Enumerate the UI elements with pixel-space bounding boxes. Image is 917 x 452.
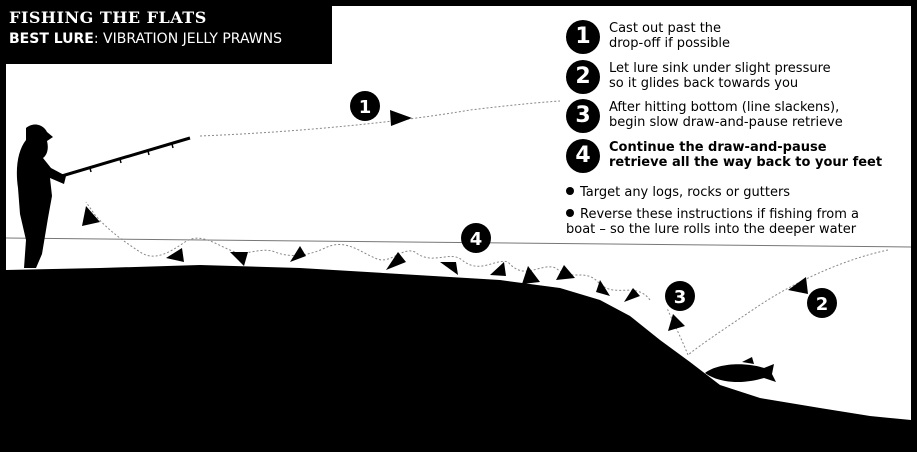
marker-4: 4: [461, 223, 491, 253]
step-2-text: Let lure sink under slight pressure so i…: [609, 61, 831, 91]
step-2-line-2: so it glides back towards you: [609, 76, 799, 91]
seabed: [6, 265, 911, 446]
sink-arrow: [788, 277, 808, 294]
retrieve-arrows: [82, 206, 640, 302]
rod-guides: [89, 143, 174, 173]
cast-line: [199, 100, 561, 137]
bullet-dot-icon: [566, 209, 574, 217]
step-2-badge: 2: [566, 60, 600, 94]
step-2-line-1: Let lure sink under slight pressure: [609, 61, 831, 76]
bullet-2-line-1: Reverse these instructions if fishing fr…: [580, 207, 859, 222]
marker-1: 1: [350, 91, 380, 121]
water-surface-line: [5, 237, 912, 248]
bullet-1-text: Target any logs, rocks or gutters: [580, 185, 791, 200]
bullet-2-line-2: boat – so the lure rolls into the deeper…: [566, 222, 857, 237]
step-4-line-1: Continue the draw-and-pause: [609, 140, 827, 155]
fishing-rod: [54, 136, 191, 180]
step-1-line-1: Cast out past the: [609, 21, 722, 36]
svg-text:1: 1: [359, 97, 372, 118]
best-lure-label: BEST LURE: [9, 31, 94, 47]
step-3-badge: 3: [566, 99, 600, 133]
bullet-1: Target any logs, rocks or gutters: [566, 185, 790, 200]
step-4-badge: 4: [566, 139, 600, 173]
title-main: FISHING THE FLATS: [9, 8, 207, 27]
step-3-line-2: begin slow draw-and-pause retrieve: [609, 115, 843, 130]
svg-text:4: 4: [470, 229, 483, 250]
step-1-line-2: drop-off if possible: [609, 36, 731, 51]
step-4-text: Continue the draw-and-pause retrieve all…: [609, 140, 882, 170]
step-3-text: After hitting bottom (line slackens), be…: [609, 100, 843, 130]
step-3-line-1: After hitting bottom (line slackens),: [609, 100, 840, 115]
bullet-2: Reverse these instructions if fishing fr…: [566, 207, 859, 237]
bullet-dot-icon: [566, 187, 574, 195]
marker-2: 2: [807, 288, 837, 318]
retrieve-line: [85, 201, 651, 301]
svg-text:2: 2: [816, 294, 829, 315]
step-1-text: Cast out past the drop-off if possible: [609, 21, 730, 51]
marker-3: 3: [665, 281, 695, 311]
sink-line: [687, 249, 889, 356]
cast-arrow: [390, 110, 412, 126]
title-sub: BEST LURE: VIBRATION JELLY PRAWNS: [9, 28, 332, 50]
step-4-line-2: retrieve all the way back to your feet: [609, 155, 883, 170]
angler-silhouette: [16, 124, 67, 268]
step-1-badge: 1: [566, 20, 600, 54]
svg-text:3: 3: [674, 287, 687, 308]
fish-silhouette: [705, 357, 776, 383]
best-lure-value: : VIBRATION JELLY PRAWNS: [93, 31, 282, 47]
title-box: FISHING THE FLATS BEST LURE: VIBRATION J…: [0, 0, 332, 64]
bottom-arrow: [668, 314, 685, 331]
